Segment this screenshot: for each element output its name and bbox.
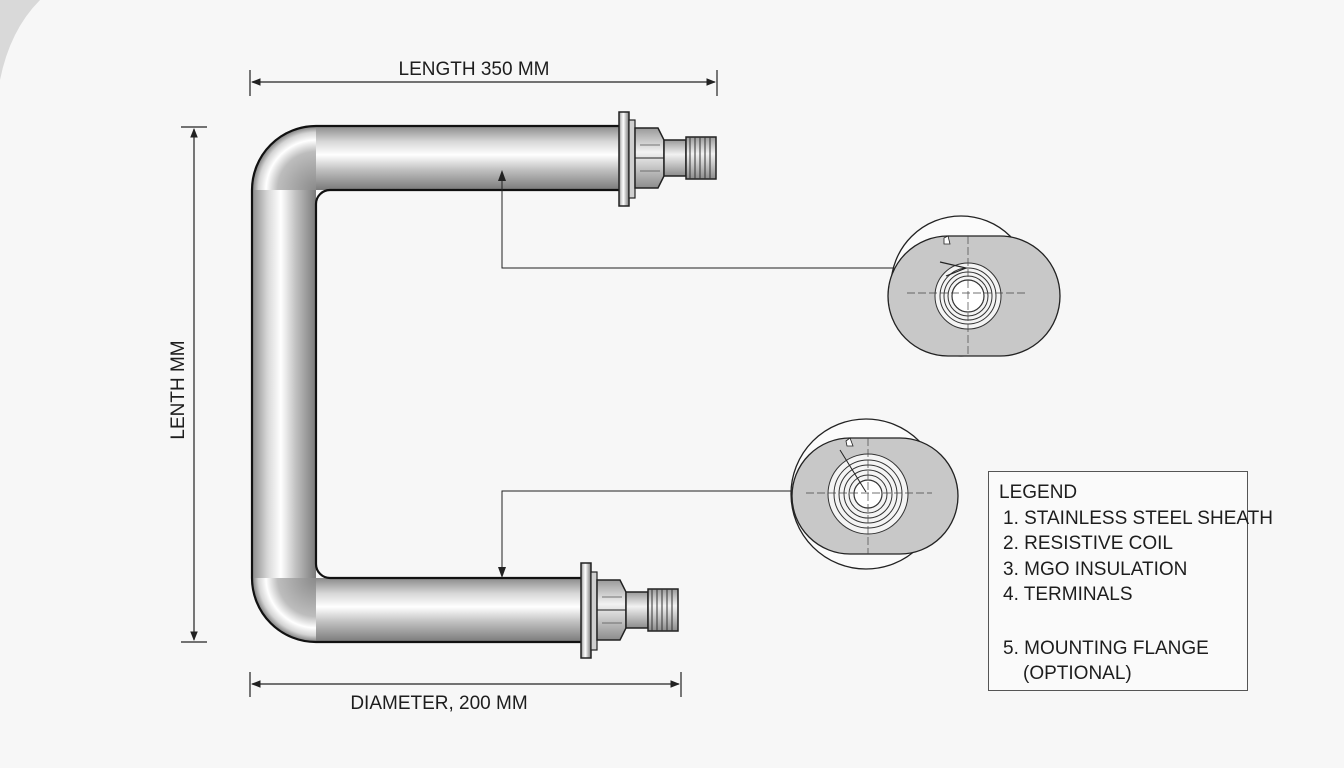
left-dimension-label: LENTH MM (168, 340, 189, 439)
legend-item-sheath: 1. STAINLESS STEEL SHEATH (1003, 507, 1273, 529)
legend-box: LEGEND 1. STAINLESS STEEL SHEATH 2. RESI… (988, 471, 1273, 691)
heating-element-tube (250, 124, 622, 644)
legend-item-insulation: 3. MGO INSULATION (1003, 558, 1188, 580)
top-dimension-label: LENGTH 350 MM (399, 59, 550, 80)
left-dimension: LENTH MM (168, 126, 207, 643)
top-terminal (618, 111, 717, 207)
legend-item-terminals: 4. TERMINALS (1003, 584, 1133, 605)
bottom-terminal (580, 562, 679, 659)
legend-item-flange-note-row: (OPTIONAL) (1003, 661, 1247, 687)
legend-item-flange: 5. MOUNTING FLANGE (1003, 637, 1209, 659)
legend-list: 1. STAINLESS STEEL SHEATH 2. RESISTIVE C… (999, 506, 1273, 687)
top-dimension: LENGTH 350 MM (249, 59, 718, 96)
bottom-dimension: DIAMETER, 200 MM (249, 672, 682, 714)
bottom-dimension-label: DIAMETER, 200 MM (350, 693, 527, 714)
top-mounting-flange (618, 111, 630, 207)
bottom-leader-line (498, 490, 855, 578)
corner-shadow (0, 0, 40, 80)
top-leader-line (498, 170, 966, 269)
cross-section-detail-bottom (790, 418, 959, 570)
legend-title: LEGEND (999, 482, 1078, 503)
top-terminal-thread (685, 136, 717, 180)
bottom-mounting-flange (580, 562, 592, 659)
cross-section-detail-top (887, 215, 1061, 357)
legend-item-coil: 2. RESISTIVE COIL (1003, 533, 1173, 554)
bottom-terminal-thread (647, 588, 679, 632)
legend-item-flange-note: (OPTIONAL) (1023, 663, 1132, 684)
